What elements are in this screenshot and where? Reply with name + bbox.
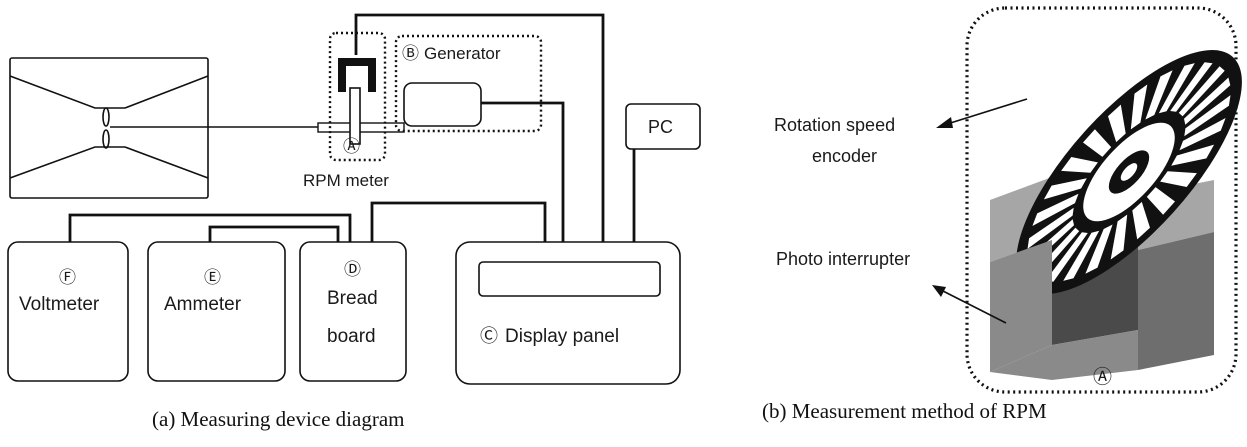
encoder-slot [1063,230,1100,281]
shaft-coupling [317,122,405,133]
wire-breadboard-to-voltmeter [68,213,352,242]
ammeter-box [147,241,286,382]
encoder-slot [1083,129,1112,157]
encoder-slot [1132,201,1150,240]
rpm-meter-dotted-box [328,31,387,162]
voltmeter-box [7,241,129,382]
wire-breadboard-to-ammeter [208,225,340,242]
breadboard-box [299,241,407,382]
block-base-front [990,330,1138,380]
encoder-slot [1045,232,1088,282]
display-panel-label: Display panel [505,326,619,347]
voltmeter-label: Voltmeter [19,294,100,315]
pc-box [625,103,701,150]
wiring [68,13,636,242]
encoder-slot [1061,157,1098,173]
encoder-slot [1184,95,1231,137]
generator-body [403,82,482,127]
encoder-slot [1178,66,1225,117]
encoder-slot [1184,77,1231,125]
rpm-module-dotted-box [965,6,1238,394]
marker-a-rpm: Ⓐ [343,137,360,156]
encoder-slot [1108,104,1126,143]
interrupter-arrow-line [940,289,1007,324]
encoder-hub-hole [1120,163,1138,181]
wind-tunnel-upper-contour [9,75,209,109]
wire-generator-to-display [481,101,565,242]
marker-e: Ⓔ [204,268,221,287]
encoder-arrow-line [943,98,1028,126]
turbine-shaft [110,122,405,133]
wind-tunnel [9,57,209,199]
block-right-side [1138,232,1214,370]
breadboard-label-line1: Bread [327,288,378,309]
generator-label: Generator [424,44,501,63]
display-panel-screen [478,261,661,297]
encoder-slot [1130,84,1148,130]
encoder-label-line1: Rotation speed [774,115,895,135]
encoder-slot [1179,118,1226,151]
encoder-slot [1170,62,1213,112]
encoder-slot [1145,70,1173,120]
encoder-slot [1085,224,1113,274]
marker-c: Ⓒ [480,326,498,346]
rpm-sensor-bracket [338,58,376,92]
encoder-slot [1160,171,1197,187]
marker-a-module: Ⓐ [1093,366,1112,388]
encoder-label-line2: encoder [812,146,877,166]
rpm-measurement-diagram: Rotation speed encoder Photo interrupter… [762,6,1242,423]
encoder-slot [1110,214,1128,260]
photo-interrupter-front [990,232,1214,380]
rpm-meter-label: RPM meter [303,171,389,190]
generator-dotted-box [394,34,543,133]
block-left-front [990,240,1052,372]
encoder-slot [1032,193,1079,226]
encoder-slot [1027,207,1074,249]
turbine-blade-upper [102,107,110,127]
encoder-slot [1158,63,1195,114]
encoder-slot [1171,144,1215,166]
wire-rpm-to-display [354,13,605,242]
measuring-device-diagram: Ⓐ RPM meter Ⓑ Generator PC Ⓕ Voltmeter Ⓔ… [7,13,701,431]
interrupter-arrow-head [932,285,946,297]
wind-tunnel-lower-contour [9,146,209,179]
encoder-arrow-head [936,117,953,128]
turbine-blade-lower [102,129,110,149]
encoder-slot [1146,187,1175,215]
ammeter-label: Ammeter [164,294,242,315]
encoder-disk-side-view [349,87,361,145]
breadboard-label-line2: board [327,326,376,347]
pc-label: PC [648,117,673,137]
encoder-slot [1043,178,1087,200]
caption-a: (a) Measuring device diagram [152,407,404,431]
caption-b: (b) Measurement method of RPM [762,399,1047,423]
wind-tunnel-frame [9,57,209,199]
marker-b: Ⓑ [402,44,419,63]
marker-d: Ⓓ [344,260,361,279]
photo-interrupter-label: Photo interrupter [776,249,910,269]
marker-f: Ⓕ [59,268,76,287]
wire-display-to-breadboard [370,201,547,242]
